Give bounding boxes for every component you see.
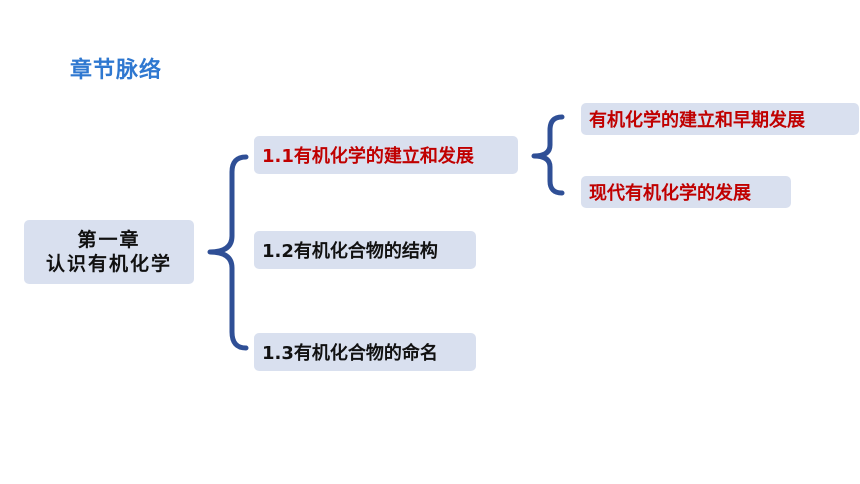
section-node-1-3: 1.3有机化合物的命名 (254, 333, 476, 371)
chapter-title: 认识有机化学 (45, 253, 172, 275)
subsection-node-early-development: 有机化学的建立和早期发展 (581, 103, 859, 135)
section-node-1-2: 1.2有机化合物的结构 (254, 231, 476, 269)
subsection-node-modern-development: 现代有机化学的发展 (581, 176, 791, 208)
chapter-node: 第一章 认识有机化学 (24, 220, 194, 284)
section-node-1-1: 1.1有机化学的建立和发展 (254, 136, 518, 174)
sub-brace (531, 114, 565, 196)
main-brace (207, 154, 249, 351)
page-title: 章节脉络 (70, 58, 163, 83)
chapter-number: 第一章 (77, 229, 141, 251)
